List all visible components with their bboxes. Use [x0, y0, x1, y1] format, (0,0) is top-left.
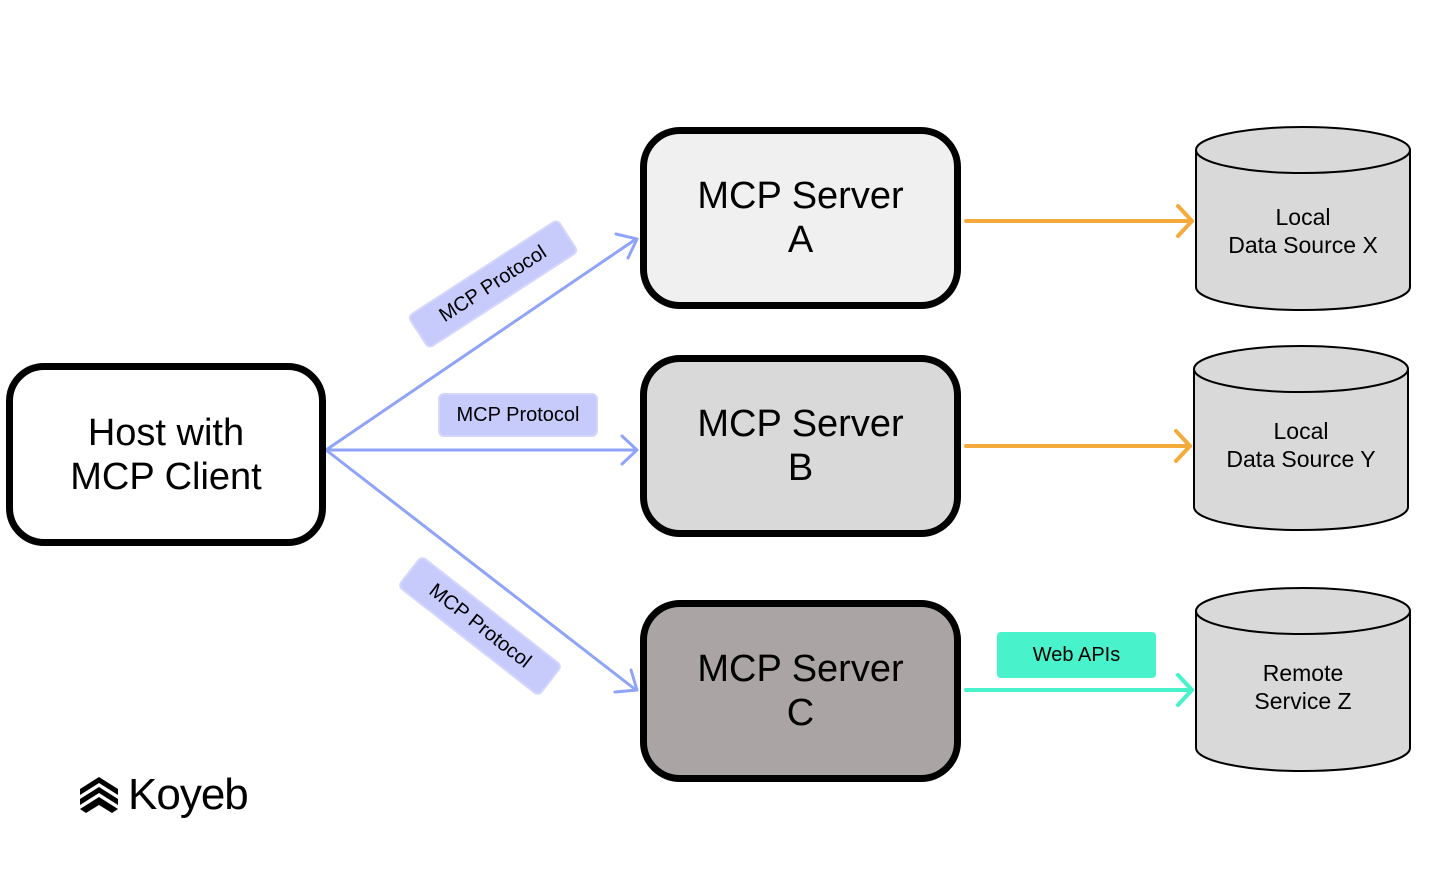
protocol-arrowhead-a — [614, 232, 639, 260]
koyeb-logo: Koyeb — [78, 768, 249, 822]
protocol-label-middle: MCP Protocol — [438, 393, 598, 437]
server-a-label-line2: A — [787, 219, 814, 261]
service-z-label: Remote Service Z — [1196, 659, 1410, 715]
source-x-label-line2: Data Source X — [1228, 232, 1378, 258]
protocol-arrowhead-c — [613, 668, 639, 694]
protocol-arrow-to-server-c — [324, 448, 638, 692]
arrowhead-source-x — [1176, 204, 1194, 238]
source-y-label-line2: Data Source Y — [1226, 446, 1376, 472]
cylinder-source-y — [1193, 345, 1409, 531]
host-label-line2: MCP Client — [70, 455, 262, 498]
server-b-box: MCP Server B — [640, 355, 961, 537]
protocol-arrow-to-server-a — [324, 237, 638, 452]
cylinder-source-x — [1195, 126, 1411, 311]
server-c-box: MCP Server C — [640, 600, 961, 782]
source-y-label-line1: Local — [1273, 418, 1329, 444]
source-y-label: Local Data Source Y — [1194, 417, 1408, 473]
service-z-label-line1: Remote — [1262, 660, 1344, 686]
service-z-label-line2: Service Z — [1254, 688, 1352, 714]
server-c-label-line2: C — [786, 692, 815, 734]
server-a-box: MCP Server A — [640, 127, 961, 309]
arrowhead-source-y — [1174, 429, 1192, 463]
host-box: Host with MCP Client — [6, 363, 326, 546]
arrowhead-service-z — [1176, 673, 1194, 707]
host-label-line1: Host with — [87, 411, 245, 454]
server-c-label-line1: MCP Server — [697, 648, 904, 690]
source-x-label-line1: Local — [1275, 204, 1331, 230]
source-x-label: Local Data Source X — [1196, 203, 1410, 259]
web-apis-label: Web APIs — [997, 632, 1156, 678]
server-b-label-line1: MCP Server — [697, 403, 904, 445]
cylinder-service-z — [1195, 587, 1411, 772]
koyeb-logo-text: Koyeb — [128, 770, 249, 819]
protocol-arrowhead-b — [620, 434, 639, 466]
server-b-label-line2: B — [787, 447, 814, 489]
koyeb-logo-icon — [78, 775, 120, 815]
server-a-label-line1: MCP Server — [697, 175, 904, 217]
